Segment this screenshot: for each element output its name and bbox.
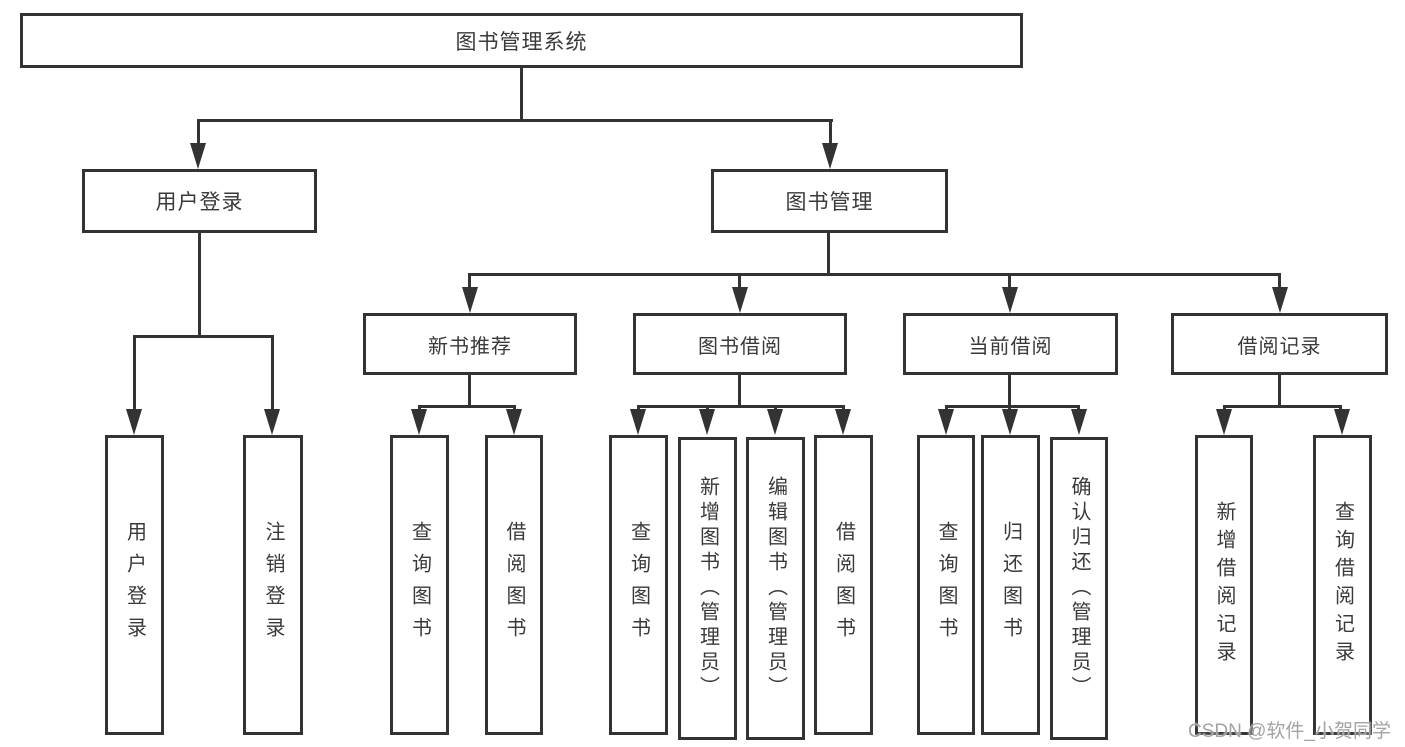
node-current-borrow-label: 当前借阅 [968, 335, 1053, 358]
node-book-borrow: 图书借阅 [633, 313, 847, 375]
arrow-login-leaf [126, 409, 142, 435]
leaf-bb-borrow-books: 借阅图书 [814, 435, 873, 735]
arrow-book-mgmt [822, 143, 838, 169]
watermark: CSDN @软件_小贺同学 [1188, 721, 1391, 742]
connector-drop-current-borrow [1008, 273, 1011, 289]
node-current-borrow: 当前借阅 [903, 313, 1118, 375]
arrow-logout-leaf [264, 409, 280, 435]
connector-new-books-bar [418, 405, 516, 408]
arrow-book-borrow [732, 287, 748, 313]
connector-drop-new-books [468, 273, 471, 289]
connector-level1-bar [197, 119, 833, 122]
node-borrow-records-label: 借阅记录 [1237, 335, 1322, 358]
leaf-bb-edit-books: 编辑图书（管理员） [746, 437, 805, 740]
leaf-bb-edit-books-label: 编辑图书（管理员） [764, 476, 787, 701]
connector-current-borrow-trunk [1008, 375, 1011, 407]
leaf-bb-borrow-books-label: 借阅图书 [832, 521, 855, 649]
leaf-nb-query-books-label: 查询图书 [408, 521, 431, 649]
node-root: 图书管理系统 [20, 13, 1023, 68]
connector-book-mgmt-trunk [827, 233, 830, 275]
connector-book-borrow-trunk [738, 375, 741, 407]
connector-level2-bar [469, 273, 1281, 276]
leaf-cb-return-books-label: 归还图书 [999, 521, 1022, 649]
connector-book-borrow-bar [637, 405, 845, 408]
connector-drop-borrow-records [1278, 273, 1281, 289]
connector-borrow-records-bar [1223, 405, 1342, 408]
arrow-br-query [1334, 409, 1350, 435]
node-borrow-records: 借阅记录 [1171, 313, 1388, 375]
arrow-cb-return [1002, 409, 1018, 435]
leaf-nb-borrow-books: 借阅图书 [485, 435, 543, 735]
arrow-bb-borrow [835, 409, 851, 435]
leaf-bb-add-books: 新增图书（管理员） [678, 437, 737, 740]
node-new-books: 新书推荐 [363, 313, 577, 375]
leaf-cb-query-books-label: 查询图书 [935, 521, 957, 649]
leaf-bb-query-books: 查询图书 [609, 435, 668, 735]
node-book-borrow-label: 图书借阅 [698, 335, 782, 358]
leaf-logout-label: 注销登录 [262, 521, 284, 649]
leaf-br-query-record: 查询借阅记录 [1313, 435, 1372, 735]
leaf-logout: 注销登录 [243, 435, 303, 735]
node-root-label: 图书管理系统 [455, 30, 588, 54]
leaf-cb-confirm-return: 确认归还（管理员） [1050, 437, 1108, 740]
arrow-new-books [462, 287, 478, 313]
leaf-bb-query-books-label: 查询图书 [627, 521, 650, 649]
arrow-user-login [190, 143, 206, 169]
node-book-mgmt-label: 图书管理 [785, 191, 874, 214]
connector-new-books-trunk [468, 375, 471, 407]
connector-drop-user-login [197, 119, 200, 145]
connector-drop-logout-leaf [271, 335, 274, 411]
arrow-current-borrow [1002, 287, 1018, 313]
connector-current-borrow-bar [945, 405, 1080, 408]
arrow-nb-query [411, 409, 427, 435]
arrow-bb-query [630, 409, 646, 435]
arrow-br-add [1216, 409, 1232, 435]
leaf-cb-query-books: 查询图书 [917, 435, 975, 735]
arrow-cb-query [938, 409, 954, 435]
node-new-books-label: 新书推荐 [428, 335, 512, 358]
leaf-nb-borrow-books-label: 借阅图书 [503, 521, 525, 649]
connector-root-trunk [520, 68, 523, 120]
leaf-user-login: 用户登录 [105, 435, 164, 735]
arrow-bb-edit [767, 409, 783, 435]
connector-drop-login-leaf [133, 335, 136, 411]
connector-user-login-trunk [198, 233, 201, 337]
leaf-user-login-label: 用户登录 [123, 521, 146, 649]
leaf-cb-confirm-return-label: 确认归还（管理员） [1068, 476, 1090, 701]
node-user-login-label: 用户登录 [155, 191, 244, 214]
leaf-cb-return-books: 归还图书 [981, 435, 1040, 735]
connector-drop-book-mgmt [829, 119, 832, 145]
leaf-br-query-record-label: 查询借阅记录 [1331, 501, 1354, 669]
leaf-br-add-record: 新增借阅记录 [1195, 435, 1253, 735]
connector-drop-book-borrow [738, 273, 741, 289]
leaf-br-add-record-label: 新增借阅记录 [1213, 501, 1235, 669]
node-user-login: 用户登录 [82, 169, 317, 233]
arrow-borrow-records [1272, 287, 1288, 313]
arrow-nb-borrow [506, 409, 522, 435]
node-book-mgmt: 图书管理 [711, 169, 948, 233]
leaf-bb-add-books-label: 新增图书（管理员） [696, 476, 719, 701]
arrow-bb-add [699, 409, 715, 435]
connector-borrow-records-trunk [1278, 375, 1281, 407]
arrow-cb-confirm [1071, 409, 1087, 435]
leaf-nb-query-books: 查询图书 [390, 435, 449, 735]
connector-user-login-bar [133, 335, 274, 338]
